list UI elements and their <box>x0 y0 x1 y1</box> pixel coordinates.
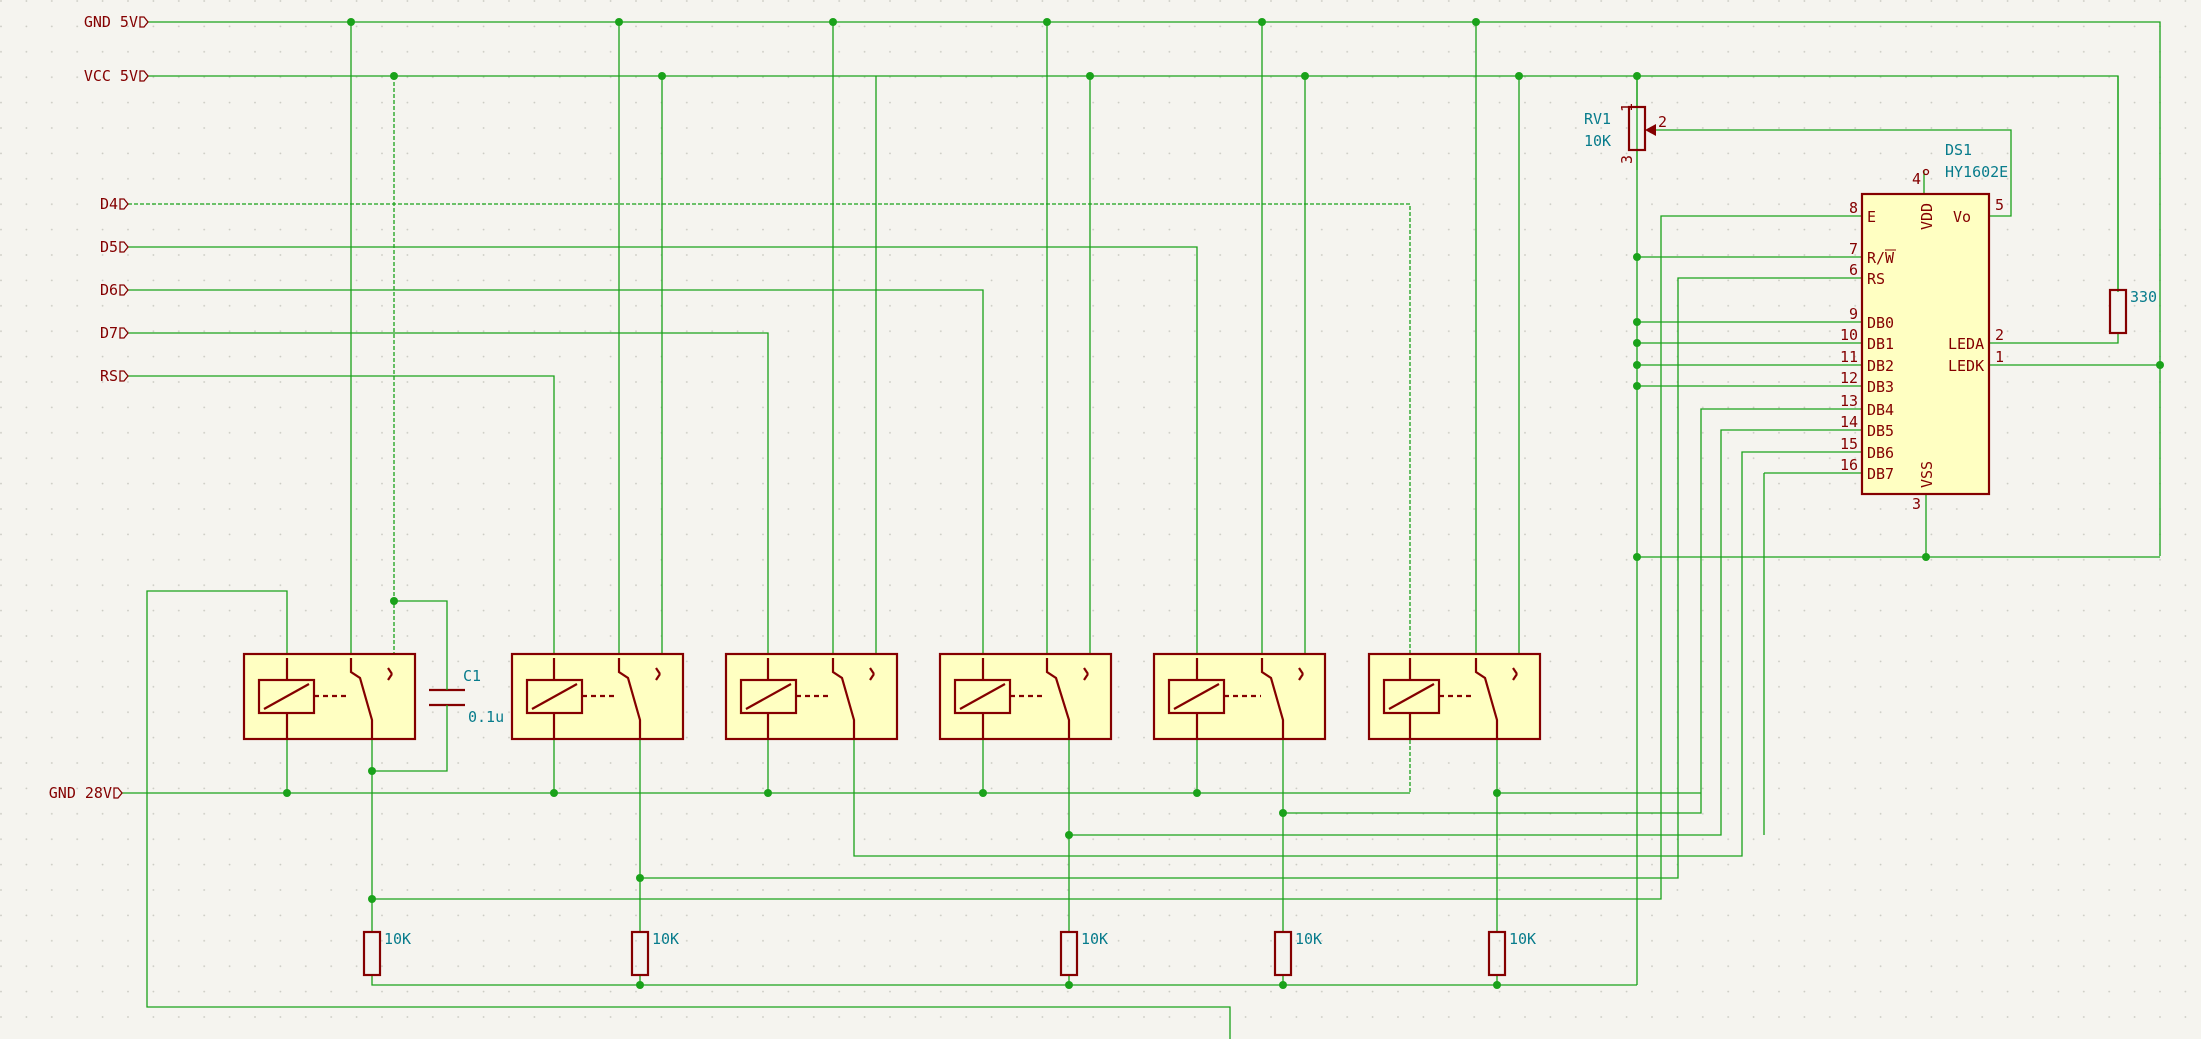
port-vcc5[interactable]: VCC 5V <box>84 67 149 85</box>
svg-text:2: 2 <box>1658 113 1667 131</box>
svg-text:D4: D4 <box>100 195 118 213</box>
junctions <box>283 18 2164 989</box>
lcd-pin-leda-name: LEDA <box>1948 335 1984 353</box>
ds1-value: HY1602E <box>1945 163 2008 181</box>
svg-text:10K: 10K <box>384 930 411 948</box>
lcd-pin-vo-num: 5 <box>1995 196 2004 214</box>
relay-6[interactable] <box>1367 652 1542 741</box>
resistor-led-330[interactable]: 330 <box>2108 76 2157 335</box>
lcd-pin-3-num: 9 <box>1849 305 1858 323</box>
lcd-pin-6-name: DB3 <box>1867 378 1894 396</box>
svg-text:GND 5V: GND 5V <box>84 13 138 31</box>
lcd-pin-0-num: 8 <box>1849 199 1858 217</box>
lcd-pin-4-name: DB1 <box>1867 335 1894 353</box>
port-gnd28[interactable]: GND 28V <box>49 784 123 802</box>
lcd-pin-9-name: DB6 <box>1867 444 1894 462</box>
svg-text:D5: D5 <box>100 238 118 256</box>
ds1-reference: DS1 <box>1945 141 1972 159</box>
svg-text:VCC 5V: VCC 5V <box>84 67 138 85</box>
relay-1[interactable] <box>242 652 417 741</box>
svg-text:D7: D7 <box>100 324 118 342</box>
lcd-pin-leda-num: 2 <box>1995 326 2004 344</box>
lcd-pin-ledk-num: 1 <box>1995 348 2004 366</box>
wires <box>122 21 2161 1039</box>
resistor-pulldown-3[interactable]: 10K <box>1059 930 1108 977</box>
svg-text:D6: D6 <box>100 281 118 299</box>
lcd-pin-10-name: DB7 <box>1867 465 1894 483</box>
lcd-pin-3-name: DB0 <box>1867 314 1894 332</box>
rv1-value: 10K <box>1584 132 1611 150</box>
lcd-pin-0-name: E <box>1867 208 1876 226</box>
c1-value: 0.1u <box>468 708 504 726</box>
svg-text:3: 3 <box>1618 155 1636 164</box>
lcd-pin-vdd-name: VDD <box>1918 203 1936 230</box>
c1-reference: C1 <box>463 667 481 685</box>
resistor-pulldown-5[interactable]: 10K <box>1487 930 1536 977</box>
lcd-pin-7-num: 13 <box>1840 392 1858 410</box>
relay-5[interactable] <box>1152 652 1327 741</box>
lcd-pin-vo-name: Vo <box>1953 208 1971 226</box>
svg-text:1: 1 <box>1618 103 1636 112</box>
lcd-pin-6-num: 12 <box>1840 369 1858 387</box>
svg-text:GND 28V: GND 28V <box>49 784 112 802</box>
port-d6[interactable]: D6 <box>100 281 129 299</box>
lcd-pin-5-name: DB2 <box>1867 357 1894 375</box>
relay-4[interactable] <box>938 652 1113 741</box>
port-d4[interactable]: D4 <box>100 195 129 213</box>
lcd-pin-8-name: DB5 <box>1867 422 1894 440</box>
svg-text:330: 330 <box>2130 288 2157 306</box>
rv1-reference: RV1 <box>1584 110 1611 128</box>
lcd-pin-1-name: R/W <box>1867 249 1895 267</box>
lcd-pin-1-num: 7 <box>1849 240 1858 258</box>
svg-text:10K: 10K <box>652 930 679 948</box>
resistor-pulldown-4[interactable]: 10K <box>1273 930 1322 977</box>
potentiometer-rv1[interactable]: RV1 10K 1 2 3 <box>1584 76 1667 170</box>
relay-2[interactable] <box>510 652 685 741</box>
lcd-pin-vdd-num: 4 <box>1912 170 1921 188</box>
lcd-pin-9-num: 15 <box>1840 435 1858 453</box>
lcd-pin-ledk-name: LEDK <box>1948 357 1984 375</box>
port-gnd5[interactable]: GND 5V <box>84 13 149 31</box>
lcd-pin-vss-num: 3 <box>1912 495 1921 513</box>
svg-text:10K: 10K <box>1295 930 1322 948</box>
port-d7[interactable]: D7 <box>100 324 129 342</box>
lcd-pin-2-num: 6 <box>1849 261 1858 279</box>
capacitor-c1[interactable]: C1 0.1u <box>429 667 504 726</box>
svg-text:10K: 10K <box>1081 930 1108 948</box>
lcd-pin-10-num: 16 <box>1840 456 1858 474</box>
svg-text:RS: RS <box>100 367 118 385</box>
lcd-pin-vss-name: VSS <box>1918 461 1936 488</box>
lcd-pin-8-num: 14 <box>1840 413 1858 431</box>
relay-3[interactable] <box>724 652 899 741</box>
resistor-pulldown-1[interactable]: 10K <box>362 930 411 977</box>
port-d5[interactable]: D5 <box>100 238 129 256</box>
lcd-pin-5-num: 11 <box>1840 348 1858 366</box>
lcd-pin-4-num: 10 <box>1840 326 1858 344</box>
lcd-pin-7-name: DB4 <box>1867 401 1894 419</box>
port-rs[interactable]: RS <box>100 367 129 385</box>
svg-text:10K: 10K <box>1509 930 1536 948</box>
lcd-pin-2-name: RS <box>1867 270 1885 288</box>
resistor-pulldown-2[interactable]: 10K <box>630 930 679 977</box>
